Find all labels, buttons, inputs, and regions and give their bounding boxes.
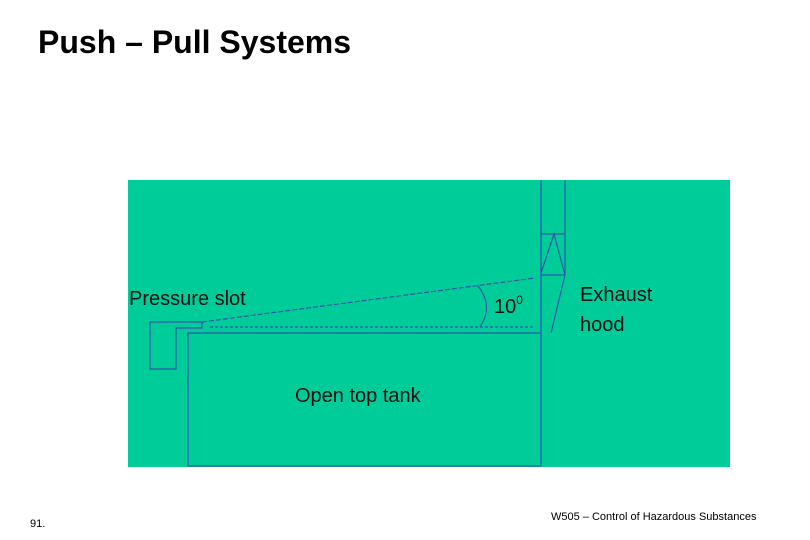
exhaust-hood-label-line1: Exhaust	[580, 284, 653, 306]
course-footer: W505 – Control of Hazardous Substances	[551, 511, 757, 523]
open-top-tank	[187, 332, 542, 467]
angle-label: 100	[494, 293, 523, 318]
push-pull-diagram: Pressure slot 100 Exhaust hood Open top …	[128, 180, 730, 467]
airflow-arrow-icon	[540, 231, 566, 276]
pressure-slot	[149, 321, 203, 370]
tank-label: Open top tank	[295, 385, 422, 407]
page-number: 91.	[30, 518, 46, 530]
pressure-slot-label: Pressure slot	[129, 288, 246, 310]
exhaust-hood-lip	[550, 274, 566, 334]
exhaust-hood-label-line2: hood	[580, 314, 625, 336]
slide-title: Push – Pull Systems	[38, 24, 352, 60]
diagram-background	[128, 180, 730, 467]
angle-arc	[477, 285, 488, 328]
